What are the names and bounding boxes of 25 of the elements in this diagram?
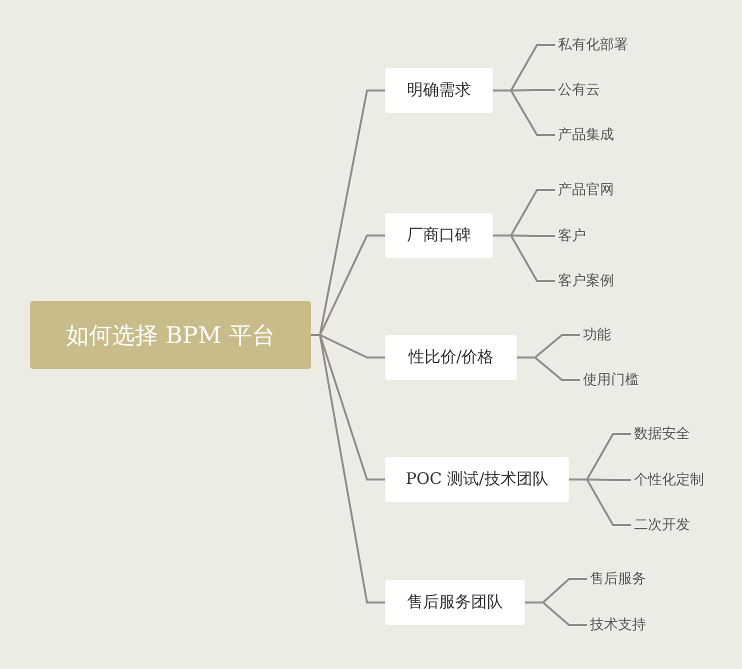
branch-box: 厂商口碑	[385, 213, 493, 258]
connector-line	[525, 602, 587, 626]
leaf-label: 数据安全	[631, 424, 690, 444]
connector-line	[493, 234, 555, 282]
leaf-label: 技术支持	[587, 615, 646, 635]
connector-line	[311, 334, 385, 604]
leaf-label: 产品官网	[555, 180, 614, 200]
leaf-label: 售后服务	[587, 569, 646, 589]
topic-box: 如何选择 BPM 平台	[30, 301, 311, 369]
leaf-label: 客户	[555, 226, 586, 246]
leaf-label: 使用门槛	[580, 370, 639, 390]
leaf-label: 功能	[580, 325, 611, 345]
branch-box: POC 测试/技术团队	[385, 457, 569, 502]
leaf-label: 二次开发	[631, 515, 690, 535]
connector-line	[493, 90, 555, 136]
leaf-label: 客户案例	[555, 271, 614, 291]
leaf-label: 产品集成	[555, 125, 614, 145]
leaf-label: 个性化定制	[631, 470, 704, 490]
branch-box: 性比价/价格	[385, 335, 517, 380]
connector-line	[517, 356, 580, 381]
connector-line	[569, 478, 631, 526]
leaf-label: 公有云	[555, 80, 600, 100]
branch-box: 售后服务团队	[385, 580, 525, 625]
branch-box: 明确需求	[385, 68, 493, 113]
leaf-label: 私有化部署	[555, 35, 628, 55]
